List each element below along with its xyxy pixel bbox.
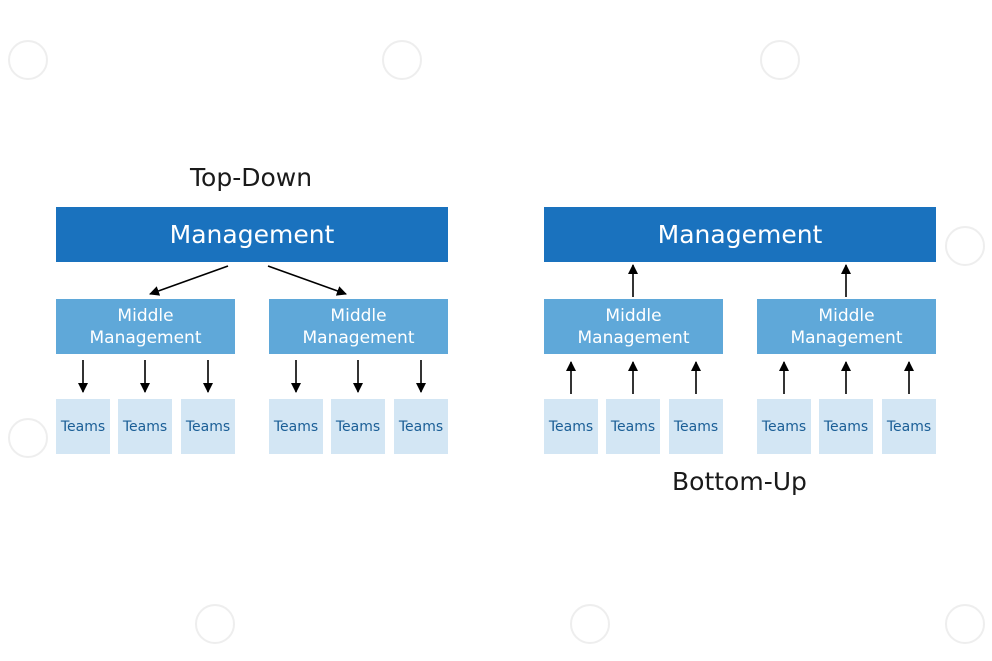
top-down-middle-management-box: Middle Management xyxy=(56,299,235,354)
watermark-mark xyxy=(8,40,48,80)
bottom-up-team-box: Teams xyxy=(882,399,936,454)
top-down-team-box: Teams xyxy=(56,399,110,454)
bottom-up-title: Bottom-Up xyxy=(672,467,807,496)
top-down-management-box: Management xyxy=(56,207,448,262)
top-down-middle-management-box: Middle Management xyxy=(269,299,448,354)
watermark-mark xyxy=(382,40,422,80)
bottom-up-team-box: Teams xyxy=(757,399,811,454)
top-down-team-box: Teams xyxy=(394,399,448,454)
top-down-team-box: Teams xyxy=(331,399,385,454)
watermark-mark xyxy=(195,604,235,644)
top-down-team-box: Teams xyxy=(118,399,172,454)
watermark-mark xyxy=(570,604,610,644)
watermark-mark xyxy=(945,604,985,644)
bottom-up-team-box: Teams xyxy=(544,399,598,454)
bottom-up-middle-management-box: Middle Management xyxy=(544,299,723,354)
down-arrow xyxy=(267,265,347,296)
watermark-mark xyxy=(945,226,985,266)
bottom-up-middle-management-box: Middle Management xyxy=(757,299,936,354)
top-down-team-box: Teams xyxy=(269,399,323,454)
watermark-mark xyxy=(760,40,800,80)
bottom-up-team-box: Teams xyxy=(669,399,723,454)
down-arrow xyxy=(149,265,229,296)
bottom-up-team-box: Teams xyxy=(819,399,873,454)
watermark-mark xyxy=(8,418,48,458)
top-down-title: Top-Down xyxy=(190,163,313,192)
top-down-team-box: Teams xyxy=(181,399,235,454)
bottom-up-management-box: Management xyxy=(544,207,936,262)
bottom-up-team-box: Teams xyxy=(606,399,660,454)
